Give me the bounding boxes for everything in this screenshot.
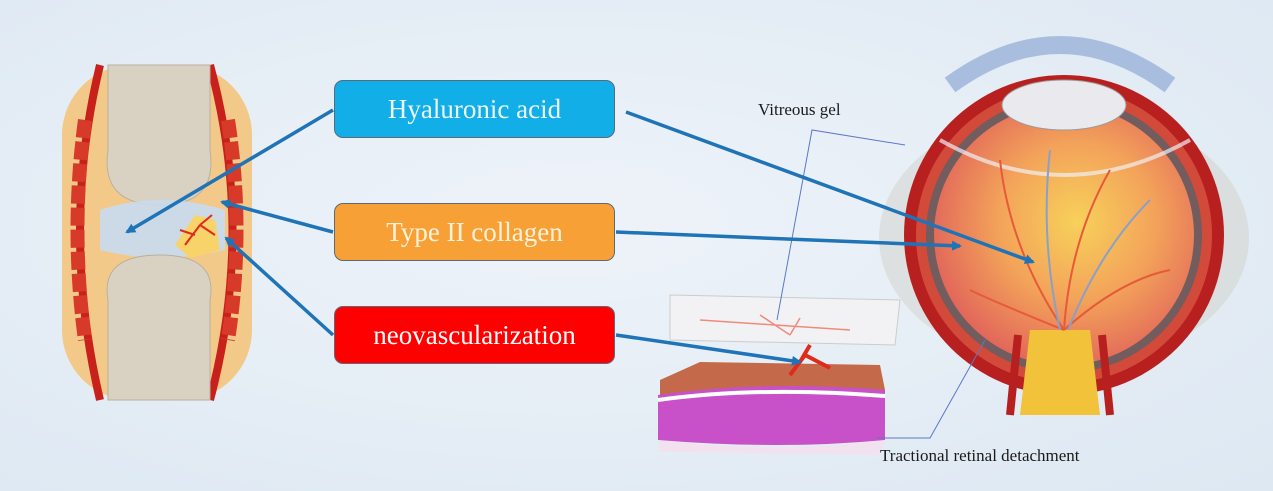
retina-cross-section-illustration bbox=[657, 294, 901, 455]
arrow-collagen-to-joint bbox=[220, 199, 334, 234]
arrow-collagen-to-eye bbox=[615, 230, 962, 251]
hyaluronic-acid-box: Hyaluronic acid bbox=[334, 80, 615, 138]
tractional-detachment-leader-line bbox=[877, 339, 986, 439]
vitreous-gel-label: Vitreous gel bbox=[758, 100, 841, 119]
tractional-retinal-detachment-label: Tractional retinal detachment bbox=[880, 446, 1080, 465]
type-ii-collagen-box: Type II collagen bbox=[334, 203, 615, 261]
neovascularization-box: neovascularization bbox=[334, 306, 615, 364]
arrow-neovascularization-to-retina bbox=[615, 333, 802, 366]
arrow-neovascularization-to-joint bbox=[224, 236, 335, 337]
arrow-hyaluronic-to-joint bbox=[125, 108, 334, 234]
vitreous-gel-leader-line bbox=[776, 129, 906, 321]
knee-joint-illustration bbox=[62, 63, 252, 402]
eye-illustration bbox=[879, 36, 1249, 416]
arrow-hyaluronic-to-eye bbox=[625, 110, 1035, 264]
